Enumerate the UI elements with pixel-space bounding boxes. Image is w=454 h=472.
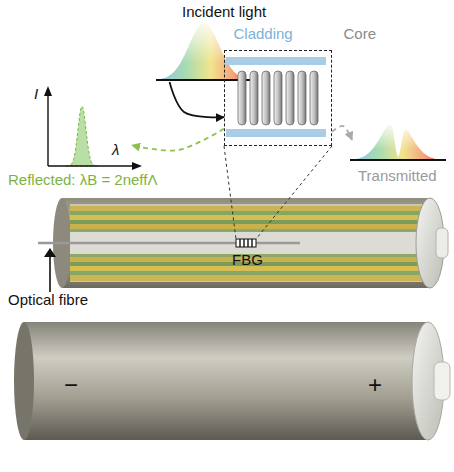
axis-line: [47, 90, 48, 166]
transmitted-spectrum-art: [352, 118, 444, 162]
spectrum-label: Incident light: [182, 4, 266, 21]
grating-tick: [247, 239, 248, 247]
electrode-layer: [70, 275, 422, 281]
electrode-layer: [70, 211, 422, 215]
terminal: [434, 362, 450, 400]
electrode-layer: [70, 220, 422, 224]
electrode-layer: [70, 229, 422, 232]
cutaway-cell: [38, 198, 448, 288]
axis-label: I: [34, 86, 38, 103]
spectrum-shade: [352, 125, 444, 160]
electrode-layer: [70, 271, 422, 275]
reflected-peak: [66, 106, 98, 166]
electrode-layer: [70, 215, 422, 220]
bragg-formula: Reflected: λB = 2neffΛ: [8, 172, 157, 189]
grating-disc: [274, 71, 282, 125]
pointer-arrow: [49, 254, 51, 292]
cladding-label: Cladding: [234, 26, 293, 43]
electrode-layer: [70, 206, 422, 211]
polarity-sign: +: [368, 372, 382, 398]
cell-end: [14, 322, 34, 440]
grating-disc: [310, 71, 318, 125]
optical-fibre: [38, 242, 300, 245]
polarity-sign: −: [64, 372, 78, 398]
grating-tick: [239, 239, 240, 247]
spectrum-shape: [352, 125, 444, 160]
grating-disc: [238, 71, 246, 125]
cell-casing: [24, 322, 428, 440]
reflected-spectrum-art: [48, 92, 132, 166]
flow-arrow: [332, 126, 352, 140]
part-label: Optical fibre: [8, 292, 88, 309]
pointer-head: [44, 248, 56, 257]
flow-arrow: [170, 82, 224, 117]
zoom-line: [256, 146, 332, 239]
cladding-band: [226, 57, 326, 65]
fbg-marker: [236, 239, 256, 247]
grating-inset-art: [224, 50, 332, 146]
flow-arrow: [132, 129, 224, 151]
grating-disc: [262, 71, 270, 125]
axis-label: λ: [112, 142, 119, 159]
incident-spectrum: Incident light: [158, 2, 254, 82]
spectrum-baseline: [350, 159, 446, 161]
grating-tick: [243, 239, 244, 247]
part-label: FBG: [232, 252, 263, 269]
zoom-line: [224, 146, 236, 239]
axis-line: [48, 165, 136, 166]
axis-head: [132, 162, 142, 170]
terminal: [436, 228, 448, 258]
axis-head: [44, 86, 52, 96]
grating-disc: [298, 71, 306, 125]
battery-cell: [14, 322, 450, 440]
spectrum-label: Transmitted: [358, 168, 437, 185]
grating-disc: [286, 71, 294, 125]
grating-disc: [250, 71, 258, 125]
grating-tick: [251, 239, 252, 247]
cladding-band: [226, 129, 326, 137]
core-label: Core: [344, 26, 377, 43]
electrode-layer: [70, 224, 422, 229]
transmitted-spectrum: Transmitted: [352, 118, 444, 162]
reflected-spectrum: IλReflected: λB = 2neffΛ: [48, 92, 132, 166]
grating-inset: CladdingCore: [224, 50, 332, 146]
